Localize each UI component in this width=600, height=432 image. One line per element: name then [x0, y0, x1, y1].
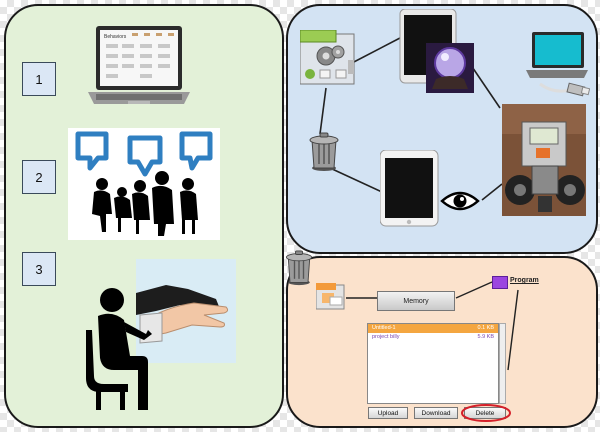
speech-bubble-icon: [127, 135, 163, 177]
file-list-scrollbar[interactable]: [499, 323, 506, 404]
eye-icon: [440, 191, 480, 211]
file-row-untitled[interactable]: Untitled-1 0.1 KB: [368, 324, 498, 333]
step-number-3: 3: [22, 252, 56, 286]
program-block-icon: [300, 30, 355, 85]
delete-button[interactable]: Delete: [464, 407, 506, 419]
step-1-label: 1: [35, 71, 43, 87]
crystal-ball-icon: [426, 43, 474, 93]
trash-can-icon[interactable]: [284, 250, 314, 286]
tablet-crystal-ball-icon: [399, 9, 474, 93]
memory-bar: Memory: [377, 291, 455, 311]
memory-label: Memory: [403, 297, 429, 305]
step-2-label: 2: [35, 169, 43, 185]
download-button-label: Download: [421, 409, 451, 417]
laptop-icon: Behaviors: [88, 26, 190, 104]
file-size: 0.1 KB: [477, 325, 494, 331]
upload-button-label: Upload: [377, 409, 399, 417]
tablet-icon: [380, 150, 439, 227]
program-color-swatch: [492, 276, 508, 289]
speech-bubble-icon: [179, 131, 213, 171]
laptop-screen-title: Behaviors: [104, 34, 127, 40]
delete-highlight-circle: [461, 404, 511, 422]
seated-person-icon: [86, 288, 152, 410]
memory-connection-lines: [346, 281, 519, 371]
step-3-label: 3: [35, 261, 43, 277]
program-label: Program: [510, 277, 539, 284]
file-list[interactable]: Untitled-1 0.1 KB project billy 5.9 KB: [367, 323, 499, 404]
lego-robot-photo: [502, 104, 586, 216]
group-discussion-icon: [68, 128, 220, 240]
download-button[interactable]: Download: [414, 407, 458, 419]
file-size: 5.9 KB: [477, 334, 494, 340]
speech-bubble-icon: [75, 131, 109, 171]
step-number-1: 1: [22, 62, 56, 96]
trash-can-icon[interactable]: [308, 132, 340, 172]
upload-button[interactable]: Upload: [368, 407, 408, 419]
file-row-project-billy[interactable]: project billy 5.9 KB: [368, 333, 498, 342]
laptop-cyan-icon: [526, 32, 588, 78]
program-block-small-icon: [316, 283, 345, 310]
file-name: Untitled-1: [372, 325, 396, 331]
file-name: project billy: [372, 334, 400, 340]
delete-button-label: Delete: [475, 409, 495, 417]
usb-cable-icon: [539, 82, 590, 97]
step-number-2: 2: [22, 160, 56, 194]
